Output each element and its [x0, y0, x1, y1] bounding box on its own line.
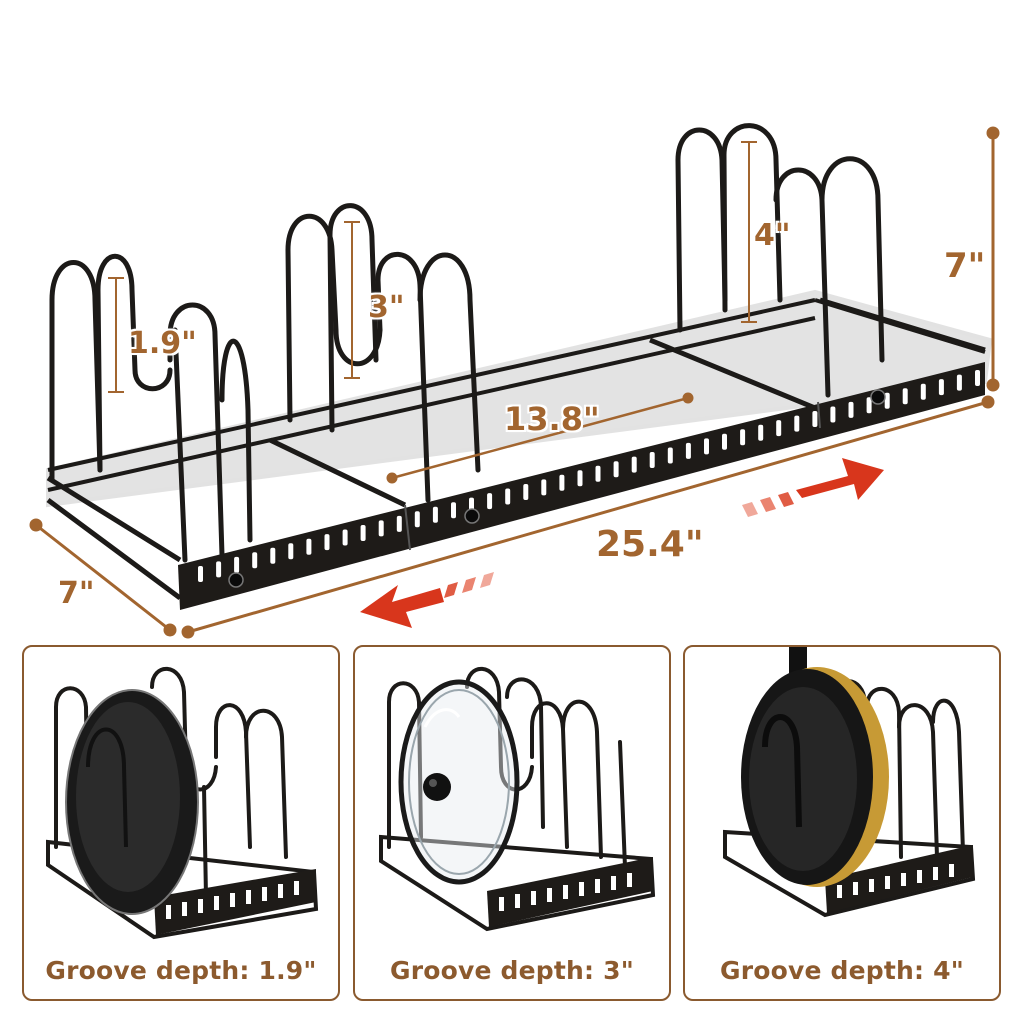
rail-slot	[252, 552, 258, 569]
rail-slot	[198, 566, 203, 582]
panel-caption-small: Groove depth: 1.9"	[45, 956, 317, 985]
rail-slot	[631, 456, 637, 473]
rail-slot	[975, 370, 980, 386]
rail-slot	[920, 383, 926, 400]
bottom-frame	[46, 297, 986, 601]
rail-slot	[234, 556, 240, 573]
rail-slot	[722, 433, 727, 450]
groove-depth-label-large: 4"	[754, 218, 791, 253]
rail-slot	[288, 543, 294, 560]
overall-dimension-lines	[29, 126, 1000, 639]
rack-with-pan-lid	[46, 666, 319, 940]
rail-slot	[812, 411, 818, 427]
rail-slot	[938, 379, 944, 396]
rail-slot	[270, 547, 276, 564]
rail-slot	[848, 401, 854, 418]
rail-slot	[595, 465, 601, 482]
rail-slot	[306, 538, 312, 555]
depth-label: 7"	[58, 576, 95, 611]
rail-slot	[541, 479, 547, 496]
rail-slot	[866, 397, 872, 414]
panel-caption-large: Groove depth: 4"	[720, 956, 964, 985]
rail-slot	[758, 424, 764, 441]
rail-slot	[902, 388, 908, 405]
rail-slot	[396, 515, 402, 532]
total-length-label: 25.4"	[596, 524, 704, 565]
panel-groove-medium: Groove depth: 3"	[353, 645, 671, 1001]
wire-dividers	[49, 123, 885, 563]
glass-lid-icon	[398, 679, 520, 885]
rail-slot	[378, 520, 384, 537]
rail-slot	[342, 529, 348, 546]
groove-depth-label-small: 1.9"	[128, 326, 197, 361]
panel-caption-medium: Groove depth: 3"	[390, 956, 634, 985]
rail-slot	[740, 429, 746, 446]
height-label: 7"	[944, 246, 986, 286]
rail-slot	[216, 561, 222, 578]
rail-slot	[487, 493, 493, 510]
front-rail	[178, 362, 985, 610]
rail-slot	[685, 442, 691, 459]
groove-depth-label-medium: 3"	[368, 290, 405, 325]
rail-slot	[613, 461, 619, 478]
rail-slot	[794, 415, 800, 432]
rail-slot	[704, 438, 709, 455]
rail-slot	[577, 470, 583, 487]
expand-left-arrow-icon	[360, 572, 494, 628]
rail-slot	[523, 484, 529, 500]
rail-slot	[451, 502, 456, 519]
pan-lid-icon	[65, 689, 199, 915]
rail-slot	[649, 452, 655, 468]
rail-slot	[956, 374, 962, 391]
rail-slot	[324, 534, 330, 551]
rail-slot	[776, 420, 782, 437]
rack-with-frying-pan	[723, 647, 976, 918]
expand-right-arrow-icon	[742, 458, 884, 517]
groove-markers	[108, 141, 757, 393]
rail-slot	[667, 447, 673, 464]
panel-groove-small: Groove depth: 1.9"	[22, 645, 340, 1001]
expandable-rack-illustration	[29, 123, 1000, 639]
rail-slot	[830, 406, 836, 423]
rail-slot	[559, 474, 565, 491]
inner-length-label: 13.8"	[504, 400, 600, 438]
panel-groove-large: Groove depth: 4"	[683, 645, 1001, 1001]
frying-pan-icon	[741, 647, 889, 887]
rail-slot	[884, 392, 890, 409]
rail-slot	[360, 525, 366, 541]
rack-with-glass-lid	[379, 666, 656, 932]
rail-slot	[414, 511, 420, 528]
rail-slot	[505, 488, 511, 505]
rail-slot	[432, 506, 438, 523]
